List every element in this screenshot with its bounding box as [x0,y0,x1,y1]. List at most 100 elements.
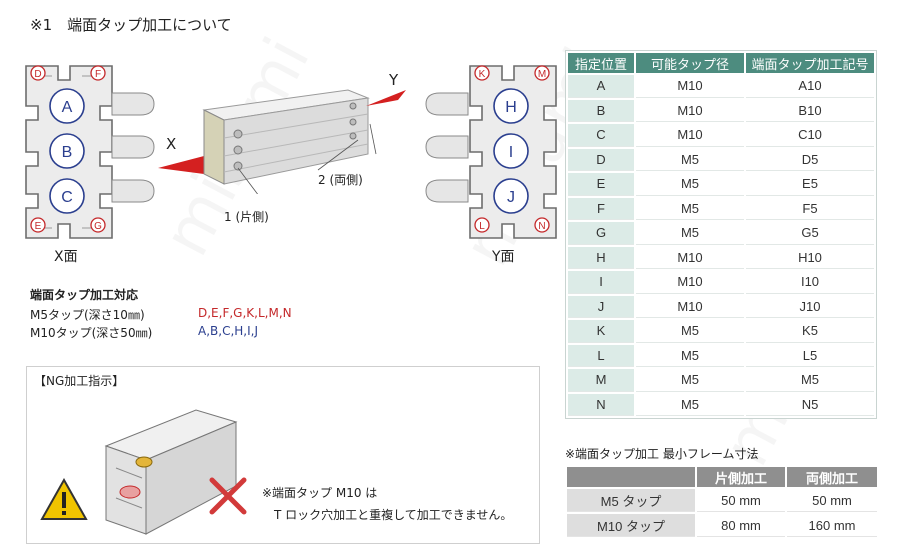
m5-tap-label: M5タップ(深さ10㎜) [30,308,145,322]
position-cell: D [568,148,634,171]
ng-note-line1: ※端面タップ M10 は [262,486,378,500]
position-cell: E [568,173,634,196]
min-frame-title: ※端面タップ加工 最小フレーム寸法 [565,447,759,461]
y-face-profile: K M L N H I J [469,65,557,239]
hole-c: C [61,189,73,206]
m5-tap-positions: D,E,F,G,K,L,M,N [198,306,292,320]
warning-icon [40,478,88,520]
position-cell: C [568,124,634,147]
min-frame-header: 両側加工 [787,467,877,487]
tap-size-cell: M5 [636,148,744,171]
position-cell: H [568,246,634,269]
tap-size-cell: M10 [636,246,744,269]
tap-size-cell: M10 [636,75,744,98]
corner-l: L [479,221,485,232]
position-cell: N [568,393,634,416]
position-cell: F [568,197,634,220]
process-code-cell: H10 [746,246,874,269]
tap-support-title: 端面タップ加工対応 [30,288,139,302]
extrusion-3d-illustration [202,89,377,194]
x-arrow-icon [158,156,204,174]
tap-size-cell: M10 [636,295,744,318]
min-length-cell: 80 mm [697,514,785,537]
y-marker-label: Y [389,71,399,89]
process-code-cell: K5 [746,320,874,343]
spec-header: 端面タップ加工記号 [746,53,874,73]
ng-extrusion-illustration [104,409,238,535]
x-side-tabs [111,92,155,203]
tap-type-cell: M5 タップ [567,489,695,512]
hole-a: A [62,99,73,116]
min-frame-header: 片側加工 [697,467,785,487]
process-code-cell: N5 [746,393,874,416]
x-face-profile: D F E G A B C [25,65,113,239]
hole-h: H [505,99,517,116]
tap-size-cell: M5 [636,369,744,392]
position-cell: I [568,271,634,294]
position-cell: A [568,75,634,98]
min-frame-header [567,467,695,487]
tap-size-cell: M5 [636,222,744,245]
process-code-cell: A10 [746,75,874,98]
tap-size-cell: M5 [636,344,744,367]
corner-k: K [479,69,486,80]
tap-size-cell: M5 [636,197,744,220]
x-marker-label: X [166,135,177,153]
spec-header: 可能タップ径 [636,53,744,73]
process-code-cell: C10 [746,124,874,147]
y-side-tabs [425,92,469,203]
two-side-label: 2 (両側) [318,173,363,187]
x-face-label: X面 [54,249,78,265]
process-code-cell: B10 [746,99,874,122]
ng-title: 【NG加工指示】 [34,374,125,388]
y-arrow-icon [366,90,406,106]
process-code-cell: M5 [746,369,874,392]
hole-b: B [62,144,73,161]
corner-m: M [538,69,546,80]
one-side-label: 1 (片側) [224,210,269,224]
m10-tap-label: M10タップ(深さ50㎜) [30,326,153,340]
corner-g: G [94,221,102,232]
process-code-cell: D5 [746,148,874,171]
position-cell: M [568,369,634,392]
process-code-cell: G5 [746,222,874,245]
position-cell: K [568,320,634,343]
corner-e: E [35,221,42,232]
tap-size-cell: M10 [636,124,744,147]
hole-j: J [507,189,515,206]
m10-tap-positions: A,B,C,H,I,J [198,324,258,338]
process-code-cell: I10 [746,271,874,294]
corner-d: D [34,69,41,80]
process-code-cell: J10 [746,295,874,318]
hole-i: I [509,144,513,161]
corner-f: F [95,69,101,80]
process-code-cell: F5 [746,197,874,220]
min-length-cell: 50 mm [787,489,877,512]
ng-cross-icon [209,477,247,515]
tap-size-cell: M10 [636,271,744,294]
tap-size-cell: M5 [636,320,744,343]
y-face-label: Y面 [492,249,515,265]
process-code-cell: L5 [746,344,874,367]
min-length-cell: 50 mm [697,489,785,512]
